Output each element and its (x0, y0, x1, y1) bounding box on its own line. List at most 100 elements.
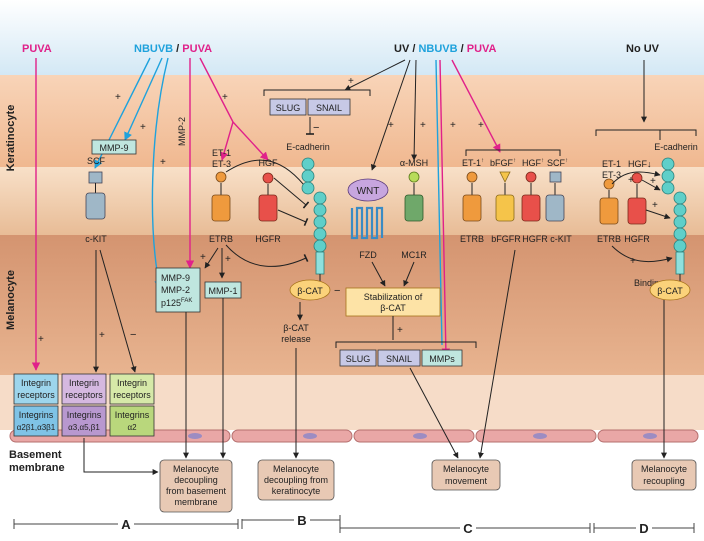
d-et-arrow-ecadherin (611, 170, 661, 185)
fzd-receptor (350, 206, 384, 240)
c-bfgfr-label: bFGFR (491, 234, 521, 244)
outcome-d-box (631, 459, 697, 491)
puva-arrow-mmps (439, 59, 451, 357)
outcome-d-l1: Melanocyte (641, 464, 687, 474)
fak-superscript: FAK (181, 298, 192, 304)
integrin-box-3 (109, 405, 155, 437)
section-a-bg (118, 516, 134, 532)
ecadherin-label: E-cadherin (286, 142, 330, 152)
plus-sign: + (628, 175, 634, 186)
outcome-a-l3: from basement (166, 486, 227, 496)
ecadherin-chain (301, 157, 327, 275)
c-bfgf-ligand (499, 171, 511, 183)
section-c-bg (460, 520, 476, 536)
growth-factor-bracket (465, 149, 561, 156)
slash-right: / (458, 43, 467, 55)
slug-snail-mmps-bracket (335, 341, 477, 348)
et-inhibits-ecadherin (225, 159, 312, 194)
etrb-inhibits-ecadherin (225, 244, 309, 267)
puva-arrow-hgf (232, 121, 269, 161)
mmps-label: MMPs (429, 354, 455, 364)
nbuvb-puva-mid-label: NBUVB / PUVA (134, 43, 212, 55)
uv-nbuvb-puva-label: UV / NBUVB / PUVA (394, 43, 497, 55)
plus-sign: + (115, 92, 121, 103)
outcome-a-l4: membrane (174, 497, 217, 507)
no-uv-bracket (595, 129, 697, 136)
outcome-b-box (257, 459, 335, 501)
c-ckit-receptor (545, 194, 565, 222)
section-c-label: C (463, 521, 473, 536)
integrin-receptor-box-3 (109, 373, 155, 405)
et3-label: ET-3 (212, 159, 231, 169)
integrin-1-top-l2: receptors (17, 390, 55, 400)
plus-sign: + (650, 176, 656, 187)
integrin-receptor-box-1 (13, 373, 59, 405)
ckit-receptor (85, 192, 106, 220)
outcome-c-box (431, 459, 501, 491)
integrin-1-top-l1: Integrin (21, 378, 51, 388)
scf-label: SCF (87, 156, 106, 166)
integrin-1-sub: α2β1,α3β1 (17, 423, 56, 432)
binding-label: Binding (634, 278, 664, 288)
slug-snail-bracket (263, 89, 371, 96)
hgfr-label: HGFR (255, 234, 281, 244)
c-et1-ligand (466, 171, 478, 183)
outcome-b-l1: Melanocyte (273, 464, 319, 474)
d-hgf-arrow-ecadherin (641, 179, 661, 191)
minus-sign: − (334, 285, 340, 297)
outcome-a-l2: decoupling (174, 475, 218, 485)
integrin-2-top-l2: receptors (65, 390, 103, 400)
d-etrb-label: ETRB (597, 234, 621, 244)
outcome-c-l1: Melanocyte (443, 464, 489, 474)
integrin-2-sub: α3,α5,β1 (68, 423, 100, 432)
amsh-label: α-MSH (400, 158, 428, 168)
minus-sign: − (313, 122, 319, 134)
plus-sign: + (652, 200, 658, 211)
mmp2-vertical-label: MMP-2 (177, 117, 187, 146)
mmps-arrow-outcome-c (409, 367, 459, 459)
ckit-label: c-KIT (85, 234, 107, 244)
etrb-label: ETRB (209, 234, 233, 244)
plus-sign: + (450, 120, 456, 131)
outcome-b-l3: keratinocyte (272, 486, 321, 496)
puva-arrow-growth-factors (451, 59, 501, 153)
d-bcat-ellipse (649, 279, 691, 301)
bcat-ellipse (289, 279, 331, 301)
ckit-arrow-integrins-right (99, 249, 137, 373)
slash-mid: / (173, 43, 182, 55)
puva-right: PUVA (467, 43, 497, 55)
no-uv-label: No UV (626, 43, 660, 55)
bcat-release-l2: release (281, 334, 311, 344)
c-scf-label: SCF (547, 158, 566, 168)
plus-sign: + (348, 76, 354, 87)
mmp-complex-box (155, 267, 201, 313)
basement-label-line1: Basement (9, 449, 62, 461)
c-et1-label: ET-1 (462, 158, 481, 168)
minus-sign: − (130, 329, 136, 341)
plus-sign: + (200, 252, 206, 263)
d-etrb-receptor (599, 197, 619, 225)
section-d-bg (636, 520, 652, 536)
mmp9-box (91, 139, 137, 155)
amsh-ligand (408, 171, 420, 183)
snail-box-bottom (377, 349, 421, 367)
integrin-box-1 (13, 405, 59, 437)
puva-mid: PUVA (182, 43, 212, 55)
d-hgf-ligand (631, 172, 643, 184)
outcome-a-box (159, 459, 233, 513)
uv-arrow-wnt (370, 59, 411, 171)
stabilization-l1: Stabilization of (364, 292, 423, 302)
c-bfgf-group: bFGF↑ (490, 158, 516, 168)
bcat-label: β-CAT (297, 286, 323, 296)
et-ligand (215, 171, 227, 183)
plus-sign: + (420, 120, 426, 131)
plus-sign: + (478, 120, 484, 131)
uv-arrow-amsh (411, 59, 418, 161)
integrin-2-name: Integrins (67, 410, 102, 420)
hgfr-inhibits-ecadherin (277, 209, 309, 226)
c-scf-ligand (549, 171, 562, 183)
puva-arrow-split (199, 57, 234, 123)
d-ecadherin-label: E-cadherin (654, 142, 698, 152)
section-a-label: A (121, 517, 131, 532)
integrin-group: Integrin receptors Integrins α2β1,α3β1 I… (13, 373, 155, 437)
